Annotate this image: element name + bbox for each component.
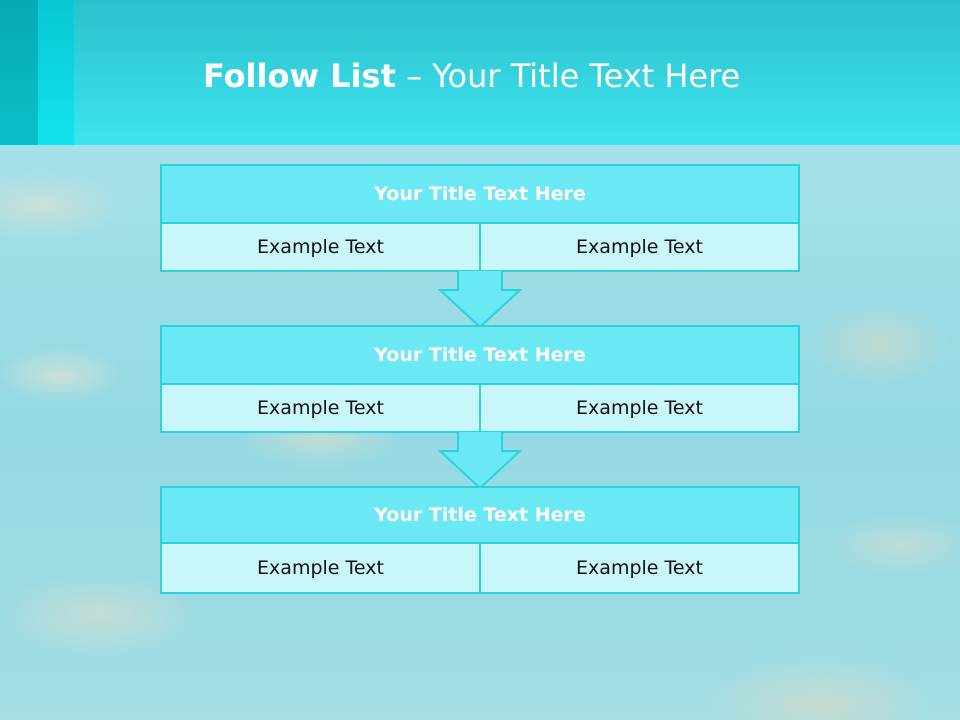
step-box-1: Your Title Text Here Example Text Exampl… bbox=[160, 164, 800, 272]
down-arrow-icon bbox=[438, 431, 522, 489]
step-cell-right: Example Text bbox=[479, 385, 798, 431]
slide-title: Follow List – Your Title Text Here bbox=[203, 54, 740, 98]
step-box-2: Your Title Text Here Example Text Exampl… bbox=[160, 325, 800, 433]
step-cell-left: Example Text bbox=[162, 544, 479, 592]
step-box-3: Your Title Text Here Example Text Exampl… bbox=[160, 486, 800, 594]
header-accent-bar bbox=[0, 0, 38, 145]
step-row: Example Text Example Text bbox=[162, 385, 798, 431]
down-arrow-icon bbox=[438, 270, 522, 328]
step-title: Your Title Text Here bbox=[162, 166, 798, 224]
step-row: Example Text Example Text bbox=[162, 544, 798, 592]
step-row: Example Text Example Text bbox=[162, 224, 798, 270]
step-cell-left: Example Text bbox=[162, 385, 479, 431]
step-cell-right: Example Text bbox=[479, 544, 798, 592]
step-title: Your Title Text Here bbox=[162, 327, 798, 385]
step-cell-left: Example Text bbox=[162, 224, 479, 270]
step-cell-right: Example Text bbox=[479, 224, 798, 270]
slide-title-rest: – Your Title Text Here bbox=[395, 57, 741, 95]
header-accent-bar bbox=[38, 0, 74, 145]
header-band: Follow List – Your Title Text Here bbox=[0, 0, 960, 145]
slide-title-bold: Follow List bbox=[203, 57, 396, 95]
step-title: Your Title Text Here bbox=[162, 488, 798, 544]
